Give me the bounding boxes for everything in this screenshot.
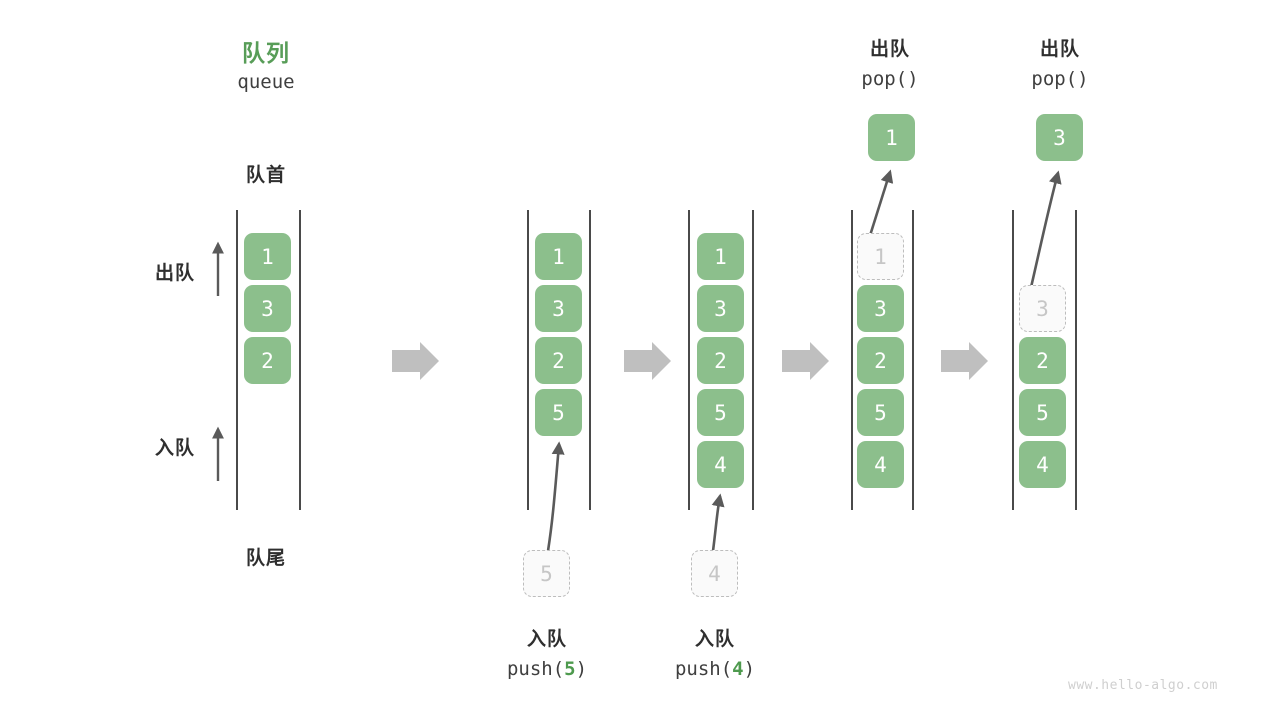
queue-front-label: 队首 — [245, 164, 286, 186]
pop-3-op-code: pop() — [1000, 68, 1120, 90]
queue-node: 3 — [697, 285, 744, 332]
queue-node: 1 — [535, 233, 582, 280]
queue-node: 4 — [857, 441, 904, 488]
queue-rail-left — [236, 210, 238, 510]
incoming-element-ghost: 4 — [691, 550, 738, 597]
push-4-op-label: 入队 — [694, 628, 735, 650]
queue-rail-right — [589, 210, 591, 510]
queue-rail-right — [752, 210, 754, 510]
queue-node: 2 — [1019, 337, 1066, 384]
queue-rail-left — [1012, 210, 1014, 510]
pop-3-op-label: 出队 — [1039, 38, 1080, 60]
queue-node: 3 — [535, 285, 582, 332]
queue-node: 5 — [1019, 389, 1066, 436]
outgoing-element-ghost: 3 — [1019, 285, 1066, 332]
queue-node: 4 — [697, 441, 744, 488]
pop-1-code-prefix: pop( — [861, 68, 908, 90]
step-arrow-3 — [782, 342, 829, 380]
pop-1-code-suffix: ) — [907, 68, 919, 90]
queue-node: 3 — [244, 285, 291, 332]
pop-1-op-code: pop() — [830, 68, 950, 90]
queue-node: 1 — [244, 233, 291, 280]
pop-3-arrow — [1027, 170, 1062, 297]
pop-3-code-prefix: pop( — [1031, 68, 1078, 90]
step-arrow-2 — [624, 342, 671, 380]
push-4-code-arg: 4 — [732, 658, 744, 680]
incoming-element-ghost: 5 — [523, 550, 570, 597]
queue-node: 3 — [857, 285, 904, 332]
queue-rail-right — [299, 210, 301, 510]
popped-element: 1 — [868, 114, 915, 161]
popped-element: 3 — [1036, 114, 1083, 161]
push-5-code-suffix: ) — [575, 658, 588, 680]
queue-rail-left — [527, 210, 529, 510]
push-5-code-prefix: push( — [506, 658, 565, 680]
queue-node: 2 — [697, 337, 744, 384]
push-4-arrow — [711, 493, 725, 552]
push-4-op-code: push(4) — [655, 658, 775, 680]
enqueue-direction-label: 入队 — [154, 437, 195, 459]
watermark: www.hello-algo.com — [1068, 678, 1218, 693]
pop-1-op-label: 出队 — [869, 38, 910, 60]
queue-rear-label: 队尾 — [245, 547, 286, 569]
queue-rail-right — [1075, 210, 1077, 510]
pop-3-code-suffix: ) — [1077, 68, 1089, 90]
queue-node: 2 — [857, 337, 904, 384]
push-4-code-prefix: push( — [674, 658, 733, 680]
step-arrow-4 — [941, 342, 988, 380]
push-5-op-label: 入队 — [526, 628, 567, 650]
push-4-code-suffix: ) — [743, 658, 756, 680]
queue-node: 4 — [1019, 441, 1066, 488]
queue-node: 2 — [535, 337, 582, 384]
outgoing-element-ghost: 1 — [857, 233, 904, 280]
step-arrow-1 — [392, 342, 439, 380]
queue-node: 5 — [857, 389, 904, 436]
queue-rail-left — [688, 210, 690, 510]
queue-rail-right — [912, 210, 914, 510]
queue-node: 5 — [535, 389, 582, 436]
push-5-op-code: push(5) — [487, 658, 607, 680]
queue-rail-left — [851, 210, 853, 510]
queue-node: 2 — [244, 337, 291, 384]
pop-1-arrow — [866, 169, 894, 243]
diagram-title-cn: 队列 — [242, 41, 290, 67]
dequeue-direction-label: 出队 — [154, 262, 195, 284]
diagram-title-en: queue — [237, 71, 295, 93]
queue-node: 1 — [697, 233, 744, 280]
push-5-code-arg: 5 — [564, 658, 576, 680]
queue-node: 5 — [697, 389, 744, 436]
push-5-arrow — [546, 441, 565, 552]
